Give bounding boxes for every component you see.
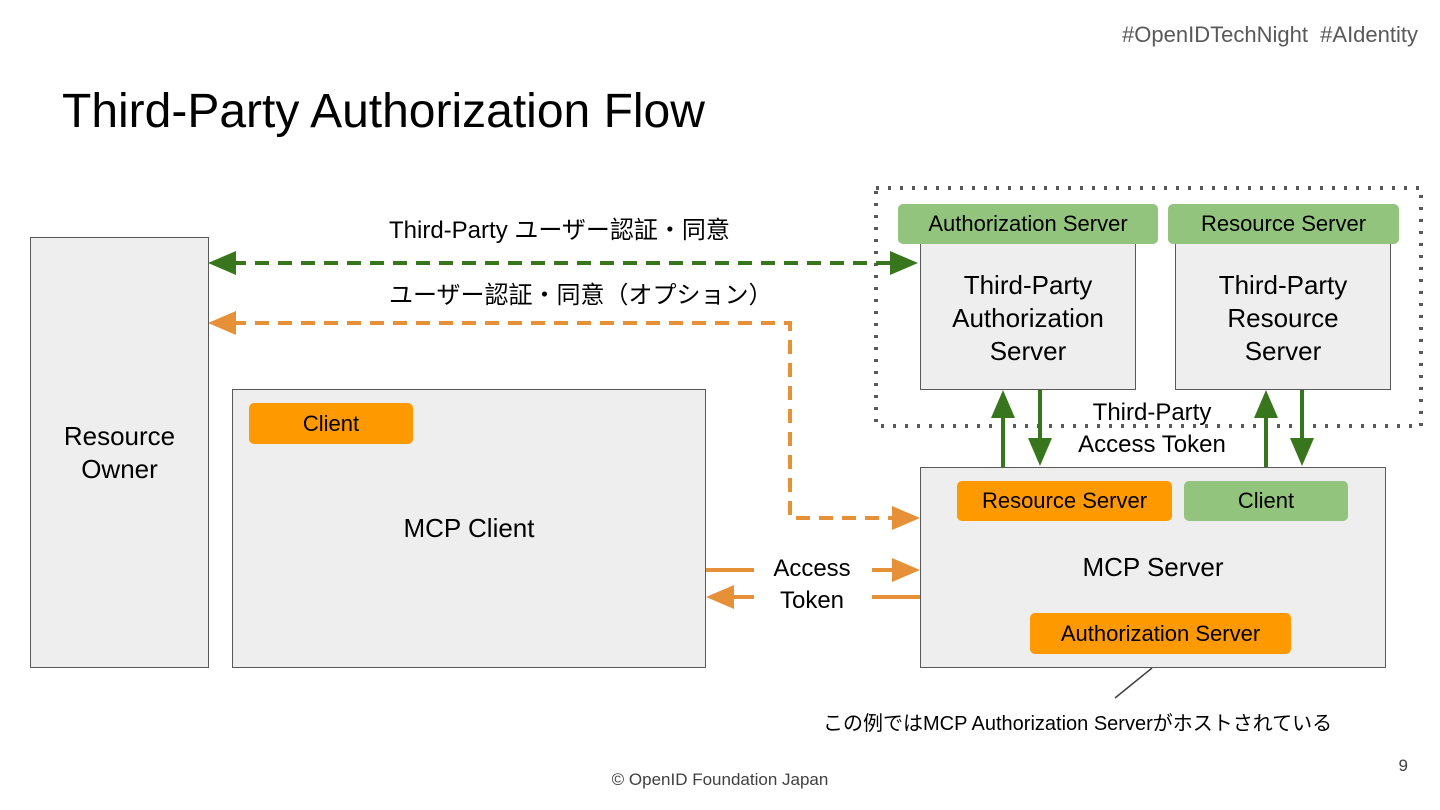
orange-arrowhead-right bbox=[892, 506, 920, 530]
tp-resource-server-tag: Resource Server bbox=[1168, 204, 1399, 244]
mcp-resource-server-tag: Resource Server bbox=[957, 481, 1172, 521]
access-token-label: Access Token bbox=[773, 555, 851, 614]
access-token-arrowhead-right bbox=[892, 558, 920, 582]
orange-arrowhead-left bbox=[208, 311, 236, 335]
page-number: 9 bbox=[1398, 756, 1408, 775]
mcp-client-label: MCP Client bbox=[403, 513, 535, 543]
tp-auth-down-arrowhead bbox=[1028, 438, 1052, 466]
client-tag: Client bbox=[249, 403, 413, 444]
tp-access-token-label: Third-Party Access Token bbox=[1078, 399, 1226, 458]
tp-resource-down-arrowhead bbox=[1290, 438, 1314, 466]
third-party-resource-server-box: Third-Party Resource Server bbox=[1175, 242, 1391, 390]
mcp-authorization-server-tag: Authorization Server bbox=[1030, 613, 1291, 654]
slide-title: Third-Party Authorization Flow bbox=[62, 85, 705, 138]
user-auth-optional-label: ユーザー認証・同意（オプション） bbox=[389, 282, 773, 309]
footer-copyright: © OpenID Foundation Japan bbox=[611, 770, 829, 789]
resource-owner-box: Resource Owner bbox=[30, 237, 209, 668]
callout-line bbox=[1114, 667, 1153, 699]
access-token-arrowhead-left bbox=[706, 585, 734, 609]
green-arrowhead-left bbox=[208, 251, 236, 275]
mcp-client-role-tag: Client bbox=[1184, 481, 1348, 521]
tp-user-auth-label: Third-Party ユーザー認証・同意 bbox=[389, 217, 730, 244]
green-arrowhead-right bbox=[890, 251, 918, 275]
tp-resource-up-arrowhead bbox=[1254, 390, 1278, 418]
third-party-authorization-server-box: Third-Party Authorization Server bbox=[920, 242, 1136, 390]
mcp-server-label: MCP Server bbox=[1082, 552, 1224, 582]
hosted-note: この例ではMCP Authorization Serverがホストされている bbox=[823, 713, 1333, 735]
orange-dashed-path bbox=[232, 321, 896, 520]
tp-auth-up-arrowhead bbox=[991, 390, 1015, 418]
tp-authorization-server-tag: Authorization Server bbox=[898, 204, 1158, 244]
hashtags: #OpenIDTechNight #AIdentity bbox=[1122, 22, 1418, 47]
